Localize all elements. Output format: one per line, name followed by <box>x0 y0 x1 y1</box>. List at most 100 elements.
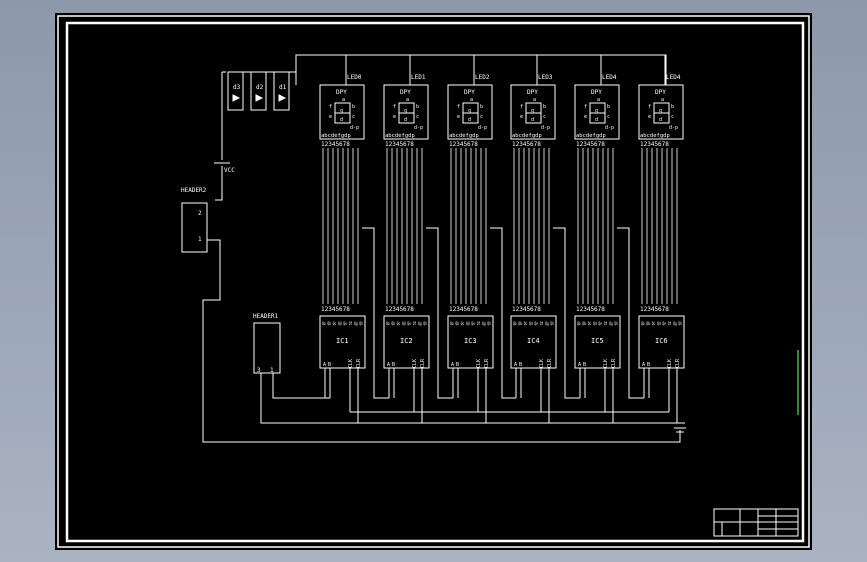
inner-border <box>65 21 805 543</box>
diode-d2-label: d2 <box>256 84 264 91</box>
display-pin-letters: abcdefgdp <box>321 133 351 139</box>
segment-b-label: b <box>416 104 419 110</box>
display-pin-letters: abcdefgdp <box>576 133 606 139</box>
digit-wiring <box>324 227 678 423</box>
title-block <box>713 508 799 537</box>
segment-f-label: f <box>520 104 523 110</box>
ic-input-a: A <box>387 362 390 368</box>
display-title: DPY <box>591 89 602 96</box>
ic-clr-label: CLR <box>675 358 681 368</box>
segment-a-label: a <box>597 97 600 103</box>
header1-pin-1: 1 <box>270 367 274 374</box>
drawing-paper <box>55 13 812 550</box>
segment-g-label: g <box>659 108 662 114</box>
seven-seg-display <box>638 84 684 140</box>
segment-b-label: b <box>607 104 610 110</box>
ic-pin-numbers: 12345678 <box>321 306 350 313</box>
ic-clr-label: CLR <box>356 358 362 368</box>
display-pin-numbers: 12345678 <box>512 141 541 148</box>
display-pin-numbers: 12345678 <box>576 141 605 148</box>
segment-b-label: b <box>352 104 355 110</box>
segment-c-label: c <box>543 114 546 120</box>
segment-dp-label: d-p <box>669 125 678 131</box>
ic-name-label: IC1 <box>336 337 349 345</box>
ic-input-a: A <box>578 362 581 368</box>
segment-a-label: a <box>533 97 536 103</box>
header1-pin-3: 3 <box>257 367 261 374</box>
seven-seg-display <box>383 84 429 140</box>
ic-clr-label: CLR <box>547 358 553 368</box>
segment-c-label: c <box>607 114 610 120</box>
led-label: LED0 <box>347 74 362 81</box>
segment-e-label: e <box>584 114 587 120</box>
segment-dp-label: d-p <box>605 125 614 131</box>
ic-pin-numbers: 12345678 <box>512 306 541 313</box>
ic-clk-label: CLK <box>476 359 482 368</box>
ic-clr-label: CLR <box>484 358 490 368</box>
ic-clk-label: CLK <box>412 359 418 368</box>
ic-output-labels: Qa Qb Qc Qd Qe Qf Qg Qh <box>577 321 618 327</box>
header2-pin-1: 1 <box>198 236 202 243</box>
seven-seg-display <box>510 84 556 140</box>
segment-b-label: b <box>543 104 546 110</box>
segment-d-label: d <box>595 117 598 123</box>
seven-seg-display <box>447 84 493 140</box>
diode-d3-label: d3 <box>233 84 241 91</box>
ic-clr-label: CLR <box>420 358 426 368</box>
diode-d1-label: d1 <box>279 84 287 91</box>
ic-input-b: B <box>456 362 459 368</box>
display-pin-letters: abcdefgdp <box>640 133 670 139</box>
ic-input-b: B <box>328 362 331 368</box>
shift-register-ic <box>638 315 685 369</box>
segment-f-label: f <box>329 104 332 110</box>
header2-label: HEADER2 <box>181 187 207 194</box>
segment-c-label: c <box>480 114 483 120</box>
segment-e-label: e <box>648 114 651 120</box>
ic-pin-numbers: 12345678 <box>449 306 478 313</box>
ic-pin-numbers: 12345678 <box>640 306 669 313</box>
ic-name-label: IC4 <box>527 337 540 345</box>
header1-label: HEADER1 <box>253 313 279 320</box>
segment-c-label: c <box>352 114 355 120</box>
shift-register-ic <box>383 315 430 369</box>
digit-channel-1: LED0DPYagdfebcd-pabcdefgdp12345678123456… <box>319 55 366 369</box>
seven-seg-display <box>574 84 620 140</box>
display-pin-letters: abcdefgdp <box>385 133 415 139</box>
digit-channel-3: LED2DPYagdfebcd-pabcdefgdp12345678123456… <box>447 55 494 369</box>
static-wiring <box>181 54 686 443</box>
ic-name-label: IC2 <box>400 337 413 345</box>
segment-g-label: g <box>404 108 407 114</box>
segment-a-label: a <box>406 97 409 103</box>
ic-clk-label: CLK <box>348 359 354 368</box>
ic-pin-numbers: 12345678 <box>576 306 605 313</box>
digit-channels: LED0DPYagdfebcd-pabcdefgdp12345678123456… <box>319 55 685 369</box>
digit-channel-6: LED4DPYagdfebcd-pabcdefgdp12345678123456… <box>638 55 685 369</box>
ic-input-b: B <box>583 362 586 368</box>
segment-a-label: a <box>342 97 345 103</box>
header2-pin-2: 2 <box>198 210 202 217</box>
segment-d-label: d <box>468 117 471 123</box>
display-pin-numbers: 12345678 <box>385 141 414 148</box>
segment-d-label: d <box>531 117 534 123</box>
ic-input-a: A <box>451 362 454 368</box>
ic-input-b: B <box>392 362 395 368</box>
segment-d-label: d <box>659 117 662 123</box>
led-label: LED1 <box>411 74 426 81</box>
ic-output-labels: Qa Qb Qc Qd Qe Qf Qg Qh <box>450 321 491 327</box>
ic-clk-label: CLK <box>667 359 673 368</box>
digit-channel-4: LED3DPYagdfebcd-pabcdefgdp12345678123456… <box>510 55 557 369</box>
ic-input-a: A <box>323 362 326 368</box>
diode-labels: d3 d2 d1 <box>233 84 287 91</box>
segment-dp-label: d-p <box>414 125 423 131</box>
segment-g-label: g <box>531 108 534 114</box>
segment-e-label: e <box>329 114 332 120</box>
segment-a-label: a <box>661 97 664 103</box>
ic-output-labels: Qa Qb Qc Qd Qe Qf Qg Qh <box>513 321 554 327</box>
segment-dp-label: d-p <box>478 125 487 131</box>
display-pin-numbers: 12345678 <box>449 141 478 148</box>
segment-g-label: g <box>340 108 343 114</box>
segment-dp-label: d-p <box>350 125 359 131</box>
display-title: DPY <box>464 89 475 96</box>
